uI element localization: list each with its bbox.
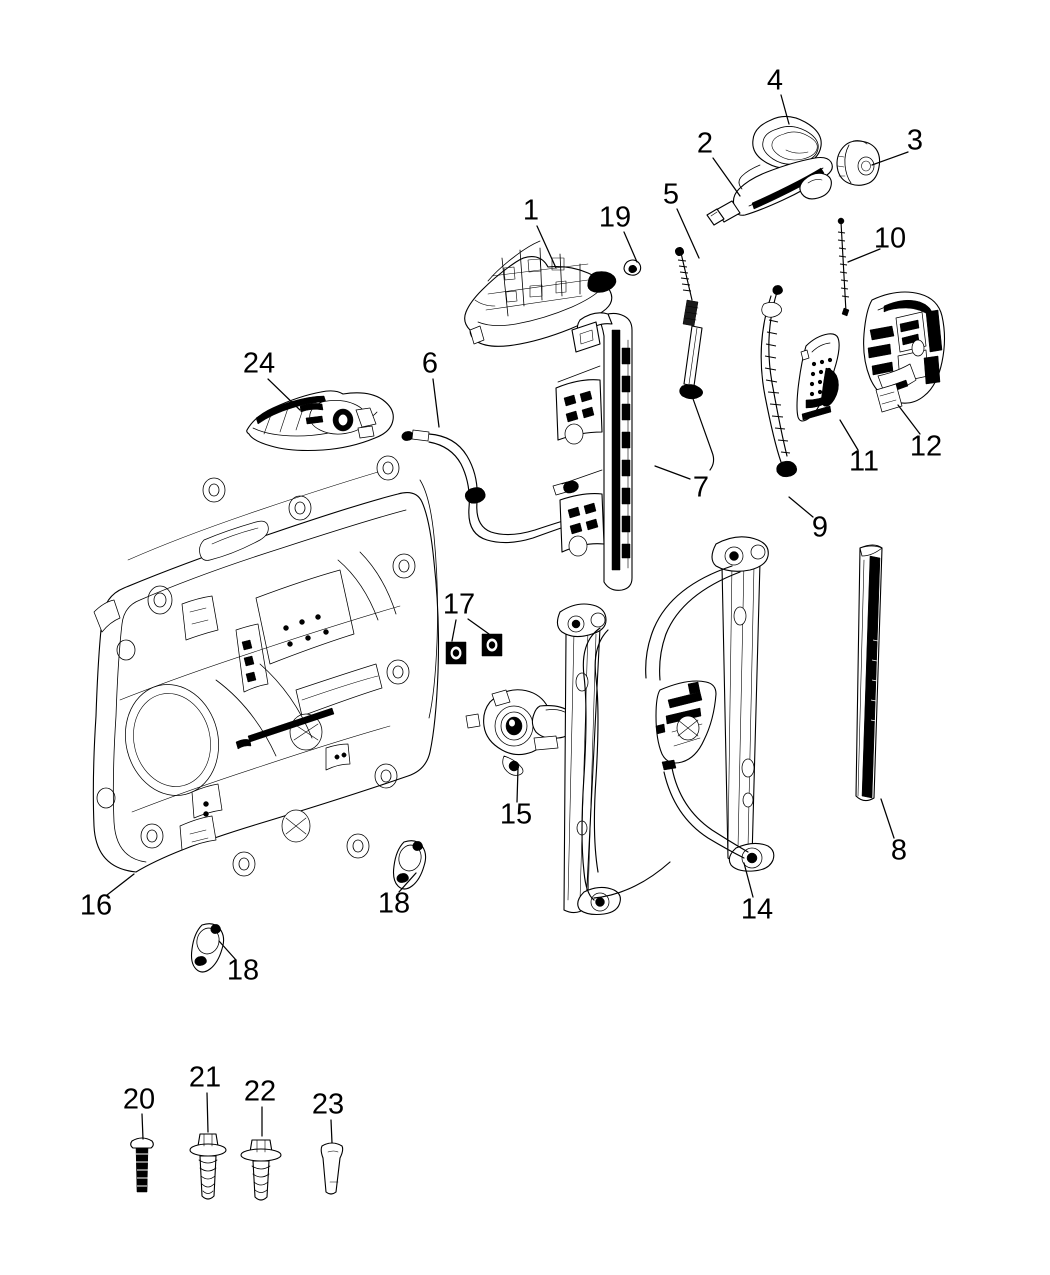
callout-number-1: 1 bbox=[523, 195, 539, 227]
part-handle-carrier-bracket bbox=[555, 312, 633, 591]
leader-line-push-pin-rivet bbox=[330, 1119, 333, 1144]
callout-number-3: 3 bbox=[907, 125, 923, 157]
callout-number-24: 24 bbox=[243, 348, 275, 380]
callout-number-8: 8 bbox=[891, 835, 907, 867]
callout-number-21: 21 bbox=[189, 1062, 221, 1094]
callout-leader-lines bbox=[106, 94, 921, 1144]
callout-number-16: 16 bbox=[80, 890, 112, 922]
leader-line-handle-grommet-lower bbox=[218, 940, 237, 961]
callout-number-7: 7 bbox=[693, 472, 709, 504]
part-glass-attaching-clip-right bbox=[481, 633, 503, 657]
callout-number-18: 18 bbox=[227, 955, 259, 987]
leader-line-lock-actuator-cable bbox=[788, 496, 814, 518]
leader-line-glass-run-weatherstrip bbox=[880, 798, 895, 839]
callout-number-14: 14 bbox=[741, 894, 773, 926]
leader-line-handle-carrier-bracket bbox=[654, 465, 691, 480]
callout-number-9: 9 bbox=[812, 512, 828, 544]
leader-line-screw-hex-flange-long bbox=[206, 1092, 209, 1133]
leader-line-window-regulator-motor bbox=[516, 767, 519, 803]
part-glass-run-weatherstrip bbox=[855, 544, 883, 802]
callout-number-10: 10 bbox=[874, 223, 906, 255]
callout-number-20: 20 bbox=[123, 1084, 155, 1116]
part-exterior-door-handle bbox=[706, 156, 833, 226]
callout-number-15: 15 bbox=[500, 799, 532, 831]
callout-number-6: 6 bbox=[422, 348, 438, 380]
leader-line-cable-retainer-clip bbox=[623, 231, 638, 263]
callout-number-12: 12 bbox=[910, 431, 942, 463]
callout-number-23: 23 bbox=[312, 1089, 344, 1121]
leader-line-glass-attaching-clip-2 bbox=[467, 618, 490, 635]
part-screw-hex-flange-long bbox=[189, 1133, 227, 1200]
part-latch-water-shield bbox=[796, 333, 840, 422]
callout-number-19: 19 bbox=[599, 202, 631, 234]
part-door-inner-shield-panel bbox=[92, 455, 440, 877]
leader-line-door-inner-shield-panel bbox=[106, 873, 135, 896]
leader-line-handle-bezel bbox=[780, 94, 790, 125]
part-lock-link-rod bbox=[837, 217, 850, 317]
part-handle-grommet-lower bbox=[190, 923, 225, 973]
leader-line-exterior-door-handle bbox=[712, 157, 741, 197]
leader-line-handle-end-cap bbox=[871, 151, 909, 166]
part-window-regulator-motor bbox=[465, 689, 576, 776]
part-window-regulator bbox=[556, 536, 775, 916]
callout-number-18b: 18 bbox=[378, 888, 410, 920]
part-screw-hex-flange-short bbox=[240, 1139, 282, 1201]
leader-line-latch-water-shield bbox=[839, 419, 859, 451]
callout-number-11: 11 bbox=[849, 446, 879, 478]
leader-line-inner-door-handle-housing bbox=[536, 225, 557, 269]
leader-line-lock-link-rod bbox=[847, 248, 881, 263]
leader-line-glass-attaching-clip bbox=[451, 619, 457, 642]
leader-line-screw-pan-head bbox=[141, 1113, 144, 1140]
callout-number-22: 22 bbox=[244, 1076, 276, 1108]
part-cable-retainer-clip bbox=[623, 259, 642, 276]
part-inner-handle-housing bbox=[464, 240, 617, 347]
part-latch-release-cable bbox=[674, 246, 715, 471]
part-glass-attaching-clip-left bbox=[445, 641, 467, 665]
part-handle-end-cap bbox=[836, 140, 881, 186]
leader-line-latch-release-cable bbox=[676, 208, 700, 259]
part-inside-handle-assembly bbox=[246, 390, 394, 452]
part-handle-grommet-upper bbox=[392, 840, 427, 890]
leader-line-door-latch-assembly bbox=[897, 404, 921, 435]
callout-number-17: 17 bbox=[443, 589, 475, 621]
part-inside-handle-cable bbox=[401, 429, 579, 544]
part-door-latch-assembly bbox=[863, 291, 946, 413]
leader-line-window-regulator bbox=[743, 862, 754, 898]
leader-line-inside-handle-cable bbox=[432, 378, 440, 428]
callout-number-4: 4 bbox=[767, 65, 783, 97]
callout-number-2: 2 bbox=[697, 128, 713, 160]
leader-line-handle-grommet-upper bbox=[398, 872, 417, 893]
part-push-pin-rivet bbox=[320, 1142, 344, 1195]
callout-number-5: 5 bbox=[663, 179, 679, 211]
part-lock-actuator-cable bbox=[760, 285, 798, 478]
part-screw-pan-head bbox=[130, 1137, 154, 1193]
leader-line-inside-handle-assembly bbox=[267, 378, 301, 411]
